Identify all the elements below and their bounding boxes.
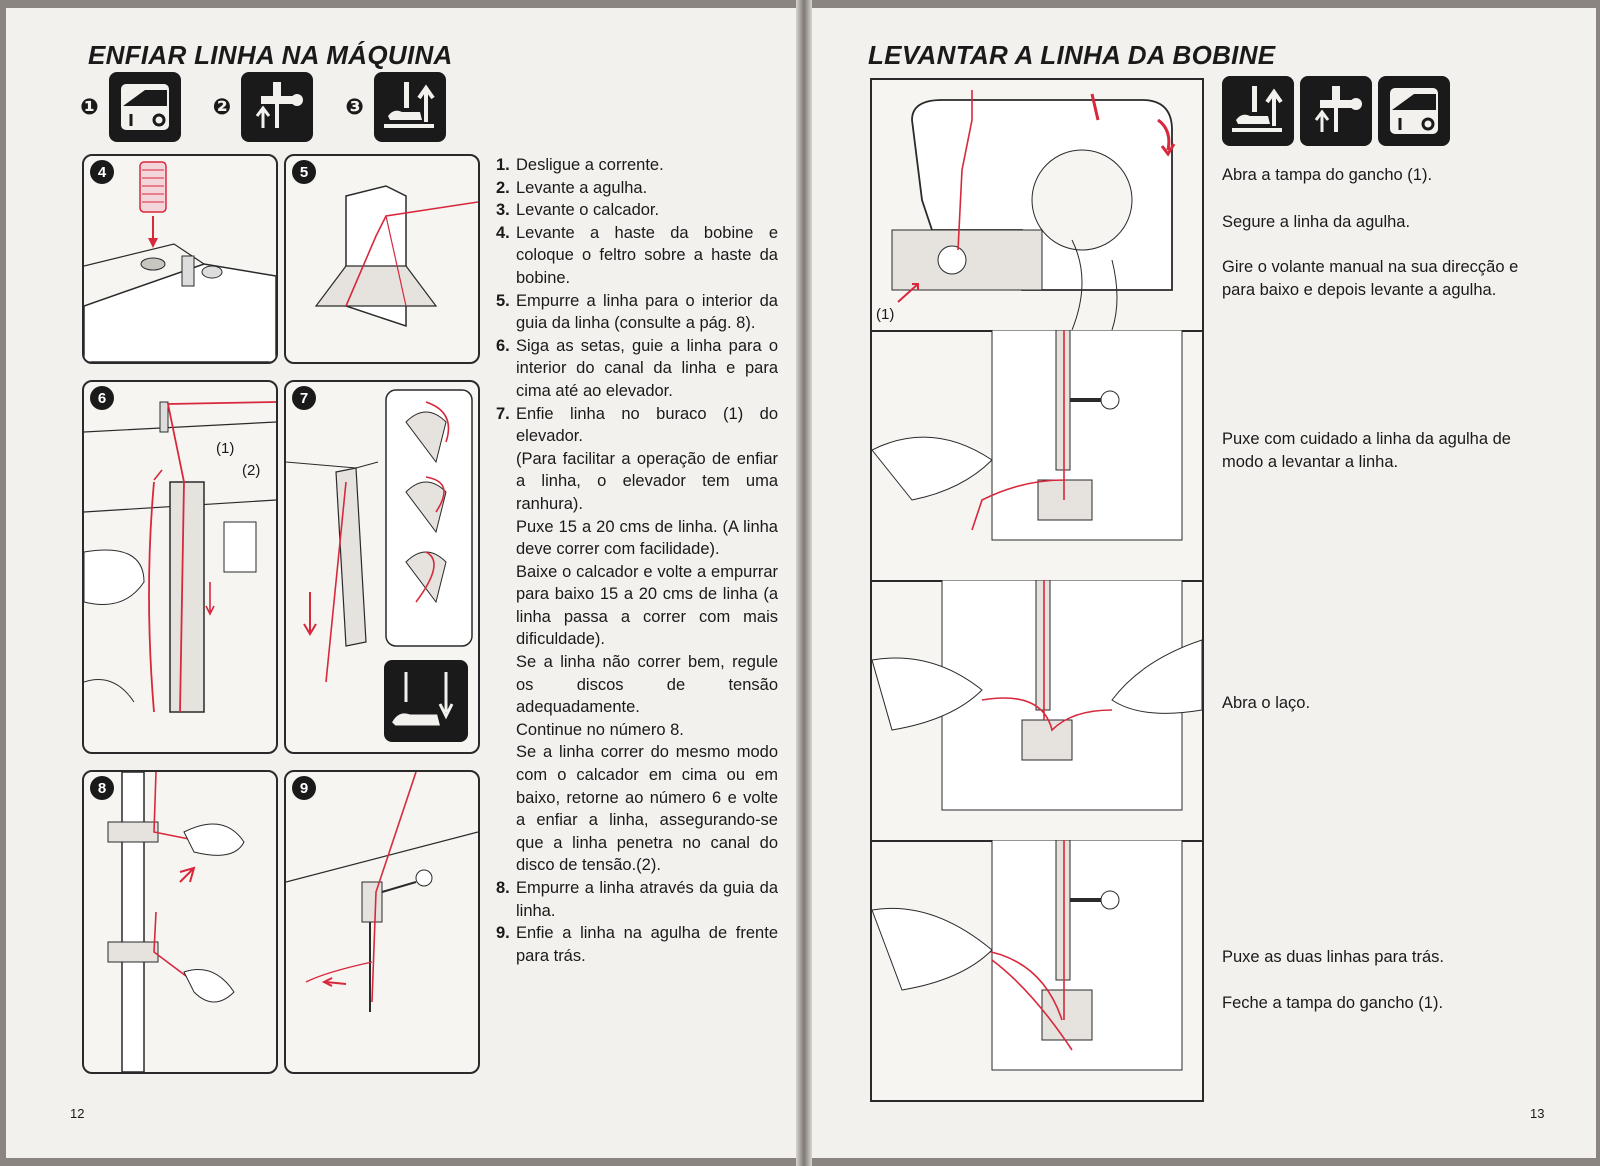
machine-overview-panel: (1) [872,80,1202,332]
power-switch-icon [1378,76,1450,146]
step-item: 5.Empurre a linha para o interior da gui… [496,291,778,333]
panel-number: 7 [292,386,316,410]
needle-up-icon [1300,76,1372,146]
step-item: 7. Enfie linha no buraco (1) do elevador… [496,404,778,875]
step-item: 4.Levante a haste da bobine e coloque o … [496,223,778,287]
panel-number: 4 [90,160,114,184]
book-gutter [796,0,812,1166]
panel-step-8: 8 [82,770,278,1074]
panel-number: 6 [90,386,114,410]
panel-step-4: 4 [82,154,278,364]
panel-step-6: 6 (1) (2) [82,380,278,754]
needle-hold-panel [872,330,1202,582]
left-top-icons: ❶ ❷ ❸ [80,72,446,142]
hold-needle-thread-illustration [872,330,1183,541]
instruction-close-hook-cover: Feche a tampa do gancho (1). [1222,994,1444,1012]
callout-hook-cover: (1) [876,306,895,323]
instruction-pull-threads-back: Puxe as duas linhas para trás. [1222,948,1444,966]
thread-channel-illustration [84,401,276,713]
callout-1: (1) [216,440,235,457]
right-page-title: LEVANTAR A LINHA DA BOBINE [868,40,1276,70]
open-loop-illustration [872,580,1202,811]
instruction-turn-handwheel: Gire o volante manual na sua direcção e … [1222,258,1519,299]
take-up-lever-illustration [286,389,473,742]
bobbin-illustration-stack: (1) [870,78,1204,1102]
needle-bar-guide-illustration [107,772,245,1072]
pull-threads-panel [872,840,1202,1100]
step-item: 2.Levante a agulha. [496,178,648,197]
step-item: 8.Empurre a linha através da guia da lin… [496,879,778,920]
needle-up-icon [241,72,314,142]
callout-2: (2) [242,462,261,479]
presser-foot-up-icon [373,72,446,142]
instruction-pull-needle-thread: Puxe com cuidado a linha da agulha de mo… [1222,430,1511,471]
loop-open-panel [872,580,1202,842]
power-switch-icon [108,72,181,142]
panel-number: 8 [90,776,114,800]
thread-guide-illustration [314,185,478,328]
step-number-3: ❸ [345,94,364,120]
panel-number: 9 [292,776,316,800]
right-top-icons [1222,76,1450,146]
panel-step-7: 7 [284,380,480,754]
step-item: 9.Enfie a linha na agulha de frente para… [496,924,778,965]
sewing-machine-illustration [891,90,1176,330]
page-number-left: 12 [70,1106,85,1121]
needle-threading-illustration [286,772,478,1012]
page-number-right: 13 [1530,1106,1545,1121]
pull-threads-back-illustration [872,840,1183,1071]
threading-steps-list: 1.Desligue a corrente. 2.Levante a agulh… [496,154,778,967]
panel-step-9: 9 [284,770,480,1074]
step-item: 3.Levante o calcador. [496,201,660,220]
step-number-2: ❷ [212,94,232,120]
panel-number: 5 [292,160,316,184]
left-page-title: ENFIAR LINHA NA MÁQUINA [88,40,453,70]
instruction-open-loop: Abra o laço. [1222,694,1311,712]
step-item: 1.Desligue a corrente. [496,156,664,174]
instruction-hold-needle-thread: Segure a linha da agulha. [1222,213,1411,231]
instruction-open-hook-cover: Abra a tampa do gancho (1). [1222,166,1433,184]
spool-pin-illustration [84,161,276,362]
step-item: 6.Siga as setas, guie a linha para o int… [496,336,778,400]
step-number-1: ❶ [80,94,99,120]
presser-foot-up-icon [1222,76,1294,146]
panel-step-5: 5 [284,154,480,364]
